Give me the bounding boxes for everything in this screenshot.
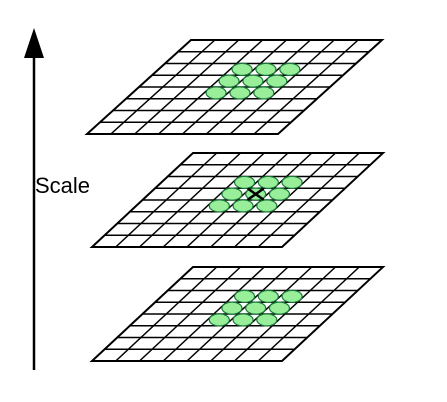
grid-line-vertical <box>257 152 360 248</box>
neighbor-point <box>256 313 278 327</box>
scale-label: Scale <box>35 173 91 198</box>
neighbor-point <box>231 62 253 76</box>
grid-line-vertical <box>233 266 337 362</box>
neighbor-point <box>205 86 227 100</box>
neighbor-point <box>268 301 291 315</box>
neighbor-point <box>257 289 279 303</box>
neighbor-point <box>281 289 303 303</box>
neighbor-point <box>208 313 230 327</box>
neighbor-point <box>281 175 303 189</box>
layer-bottom-scale <box>89 266 386 362</box>
neighbor-point <box>218 74 240 88</box>
neighbor-point <box>242 74 264 88</box>
neighbor-point <box>257 175 279 189</box>
neighbor-point <box>233 289 256 303</box>
neighbor-point <box>232 313 254 327</box>
grid-line-vertical <box>210 152 313 248</box>
neighbor-point <box>255 62 277 76</box>
neighbor-point <box>253 86 275 100</box>
grid-line-vertical <box>229 39 335 135</box>
grid-line-vertical <box>210 266 313 362</box>
neighbor-point <box>232 199 254 213</box>
neighbor-point <box>266 74 288 88</box>
neighbor-point <box>229 86 251 100</box>
grid-line-vertical <box>253 39 359 135</box>
grid-line-vertical <box>257 266 360 362</box>
layer-top-scale <box>84 39 385 135</box>
neighbor-point <box>221 301 243 315</box>
neighbor-point <box>268 187 291 201</box>
scale-arrow-head <box>24 28 44 58</box>
neighbor-point <box>256 199 278 213</box>
neighbor-point <box>208 199 230 213</box>
neighbor-point <box>279 62 301 76</box>
center-marker-x <box>246 187 265 201</box>
grid-line-vertical <box>205 39 311 135</box>
neighbor-point <box>221 187 243 201</box>
neighbor-point <box>233 175 256 189</box>
neighbor-point <box>245 301 267 315</box>
grid-line-vertical <box>233 152 337 248</box>
layer-middle-scale <box>89 152 386 248</box>
